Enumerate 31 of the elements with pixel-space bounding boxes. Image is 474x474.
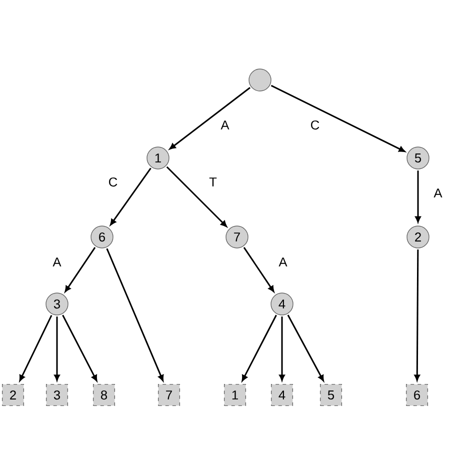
leaf-box: 7 [158,384,180,406]
leaf-box: 2 [2,384,24,406]
edge-label: C [109,177,118,187]
arrow [415,170,421,222]
arrow [414,250,420,381]
root-circle [248,68,272,92]
leaf-box: 4 [270,384,294,406]
edge-label: A [434,188,442,198]
arrow [287,314,324,382]
arrow [19,314,52,382]
leaf-box: 5 [320,384,342,406]
arrow [279,316,285,381]
leaf-box: 3 [46,384,68,406]
edge-label: C [311,120,320,130]
leaf-box: 8 [92,384,116,406]
arrow [64,246,96,292]
edge-label: T [209,178,217,186]
arrow [62,314,98,382]
arrow [54,316,60,381]
leaf-box: 6 [406,384,428,406]
leaf-box: 1 [224,384,246,406]
edge-label: A [220,120,230,130]
arrow [106,248,164,382]
arrow [166,166,227,227]
arrow [242,314,277,382]
arrow [169,87,251,150]
arrow [110,168,152,226]
arrow [243,246,274,292]
arrow [270,84,406,152]
edge-label: A [278,258,288,266]
edge-label: A [52,258,62,266]
